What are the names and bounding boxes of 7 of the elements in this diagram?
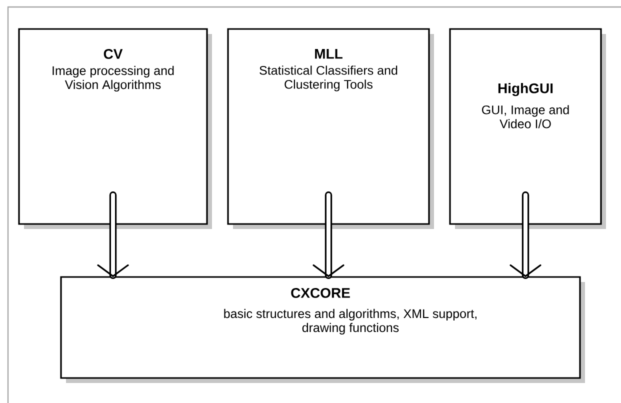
module-box: CV Image processing and Vision Algorithms: [18, 28, 212, 229]
hollow-arrow: [312, 191, 344, 279]
module-box: MLL Statistical Classifiers and Clustering Tools: [227, 28, 434, 229]
hollow-arrow: [97, 191, 129, 279]
hollow-arrow: [510, 191, 542, 279]
module-box: CXCORE basic structures and algorithms, XML support, drawing functions: [60, 276, 585, 383]
module-box: HighGUI GUI, Image and Video I/O: [449, 28, 606, 229]
